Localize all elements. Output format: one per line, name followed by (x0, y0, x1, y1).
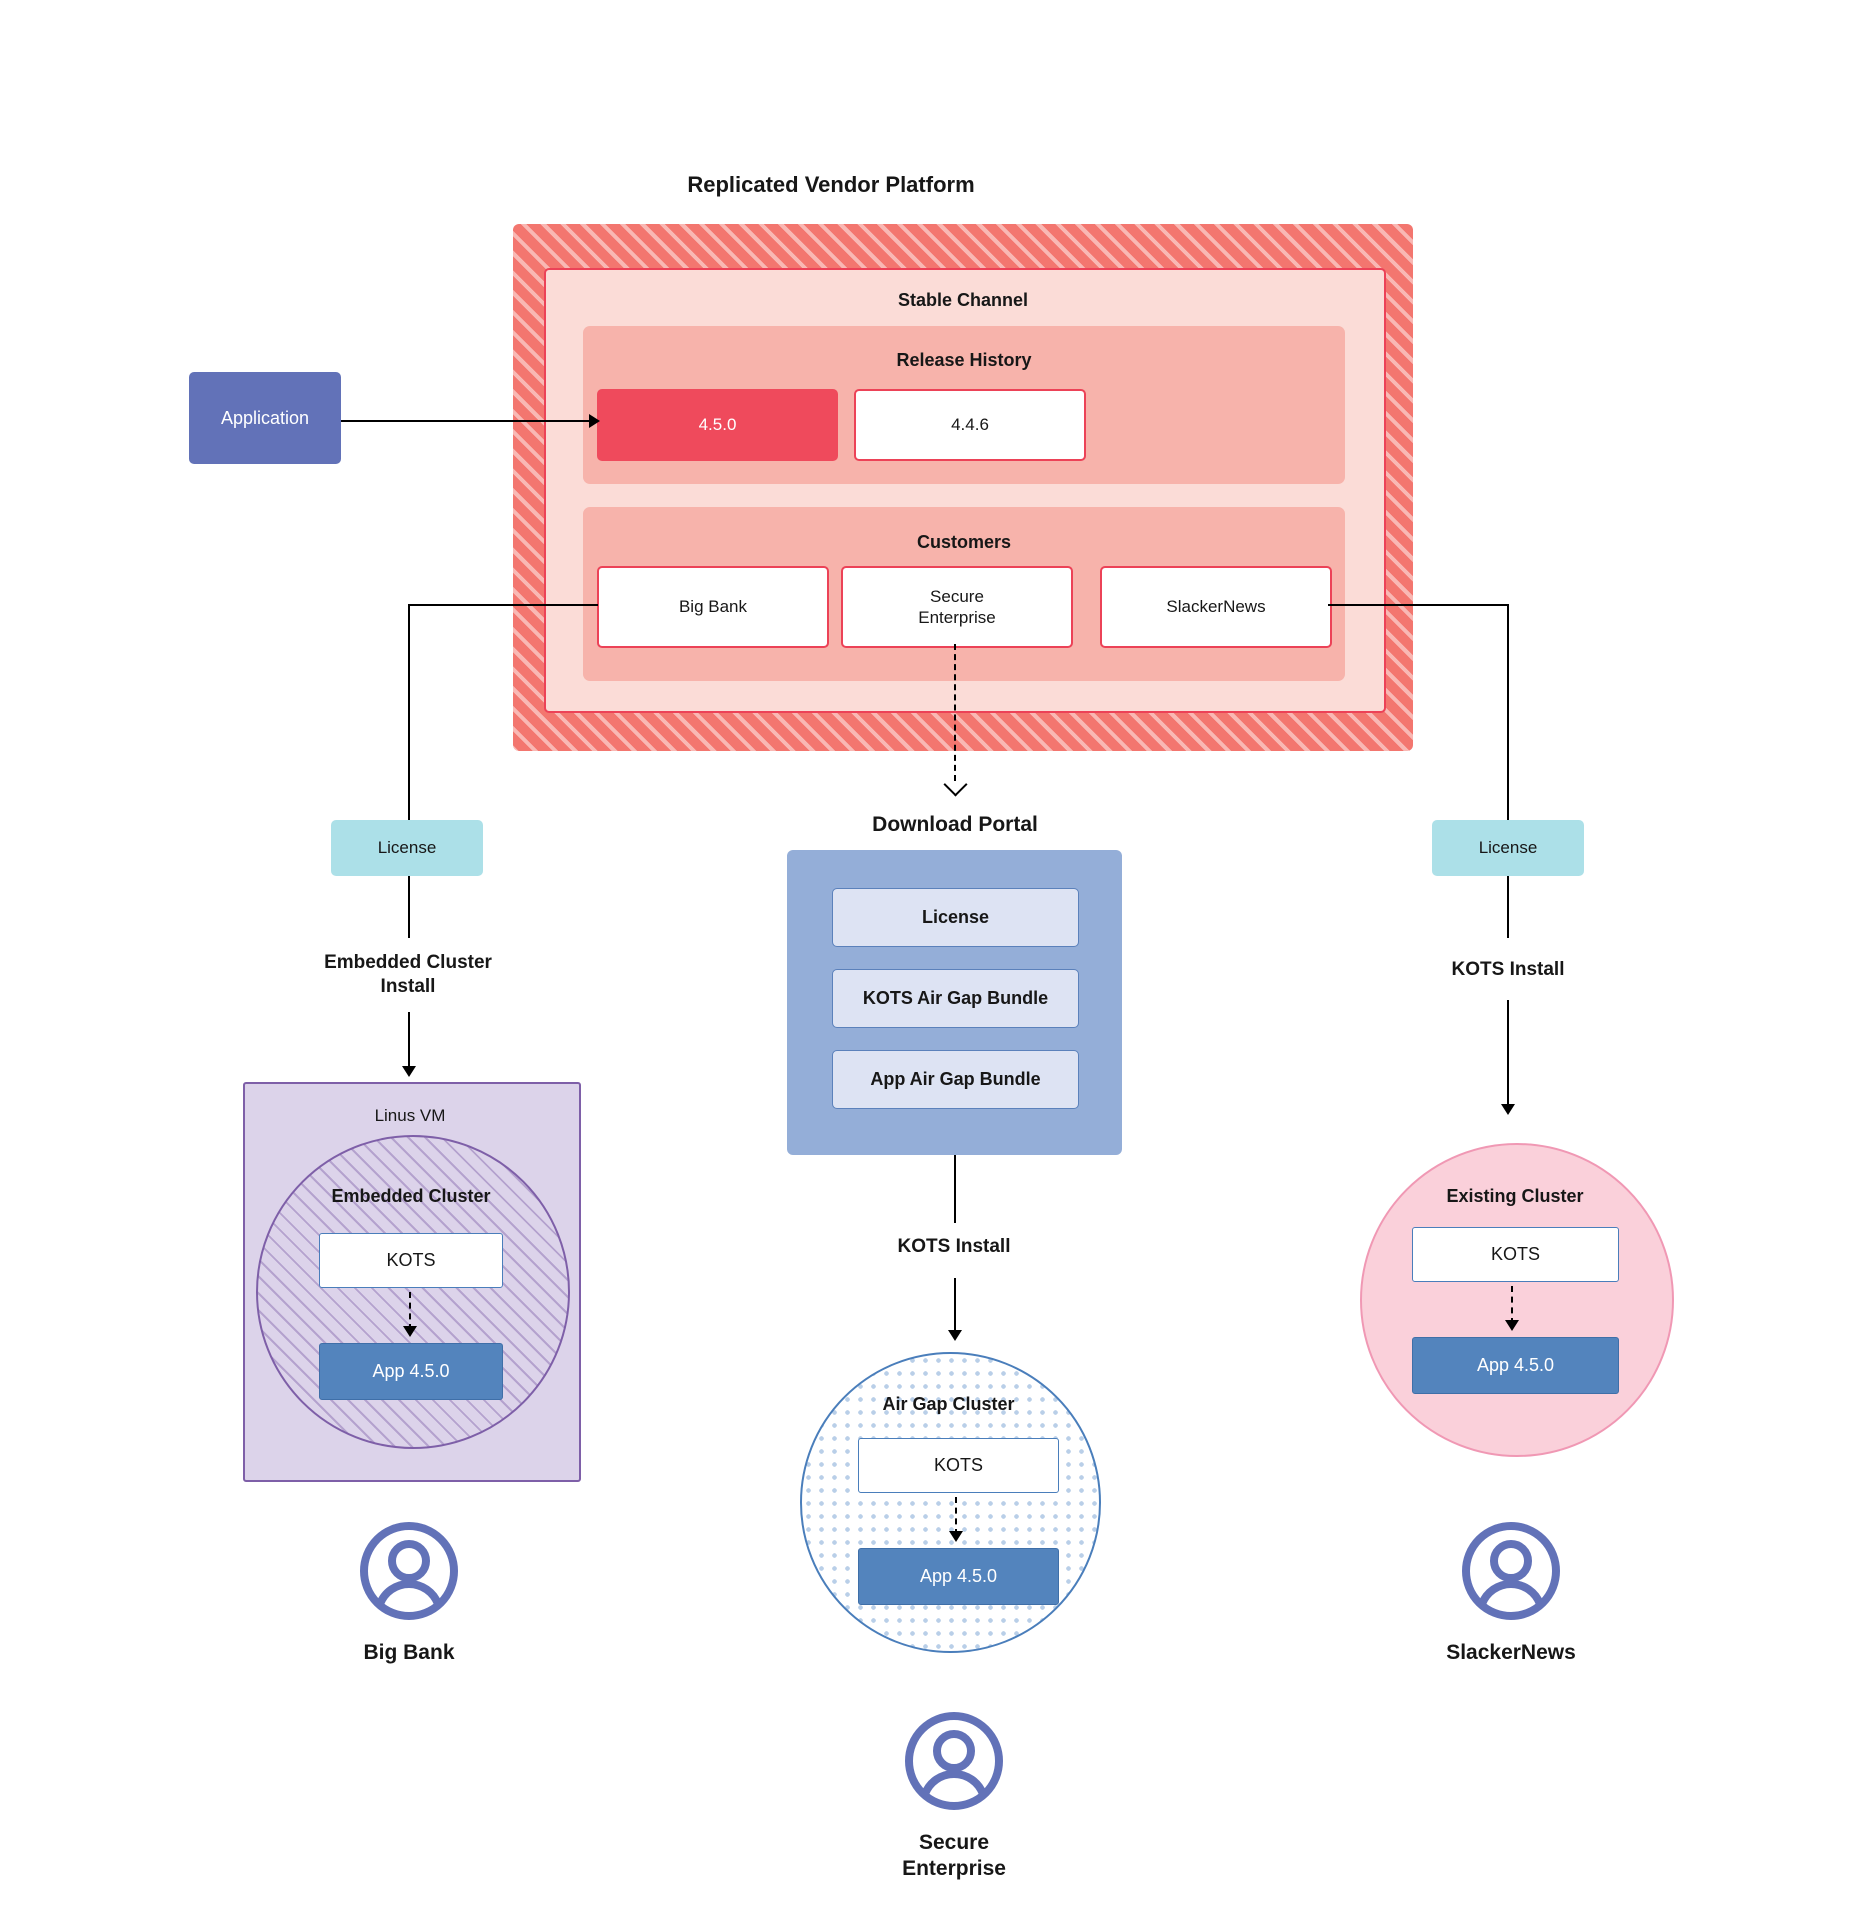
release-chip-current[interactable]: 4.5.0 (597, 389, 838, 461)
app-version-box-embedded[interactable]: App 4.5.0 (319, 1343, 503, 1400)
avatar-secure-enterprise (904, 1711, 1004, 1811)
embedded-cluster-circle (256, 1135, 570, 1449)
connector-kots-install-right-down (1507, 1000, 1509, 1110)
arrow-kots-install-middle (948, 1330, 962, 1341)
customer-label-big-bank: Big Bank (363, 1640, 455, 1664)
customers-title: Customers (916, 531, 1012, 552)
connector-portal-down (954, 1155, 956, 1223)
kots-box-air-gap[interactable]: KOTS (858, 1438, 1059, 1493)
connector-kots-to-app-embedded (409, 1292, 411, 1330)
connector-application-to-release (341, 420, 596, 422)
portal-item-app-air-gap-bundle[interactable]: App Air Gap Bundle (832, 1050, 1079, 1109)
avatar-slackernews (1461, 1521, 1561, 1621)
portal-item-kots-air-gap-bundle[interactable]: KOTS Air Gap Bundle (832, 969, 1079, 1028)
release-history-title: Release History (896, 349, 1032, 370)
embedded-cluster-label: Embedded Cluster (331, 1185, 491, 1206)
linux-vm-label: Linus VM (374, 1106, 446, 1126)
chevron-down-icon-portal (943, 772, 968, 797)
customer-chip-slackernews[interactable]: SlackerNews (1100, 566, 1332, 648)
connector-license-left-down (408, 876, 410, 938)
connector-slackernews-vertical (1507, 604, 1509, 820)
customer-chip-big-bank[interactable]: Big Bank (597, 566, 829, 648)
customer-chip-secure-enterprise[interactable]: Secure Enterprise (841, 566, 1073, 648)
connector-secure-enterprise-dashed (954, 644, 956, 781)
arrow-install-left (402, 1066, 416, 1077)
customer-label-slackernews: SlackerNews (1446, 1640, 1576, 1664)
license-box-right[interactable]: License (1432, 820, 1584, 876)
existing-cluster-label: Existing Cluster (1446, 1185, 1584, 1206)
connector-bigbank-horizontal (408, 604, 598, 606)
air-gap-cluster-label: Air Gap Cluster (882, 1393, 1015, 1414)
arrow-kots-to-app-existing (1505, 1320, 1519, 1331)
connector-kots-to-app-airgap (955, 1497, 957, 1535)
connector-install-left-down (408, 1012, 410, 1074)
kots-box-embedded[interactable]: KOTS (319, 1233, 503, 1288)
arrow-kots-to-app-embedded (403, 1326, 417, 1337)
arrow-application-to-release (589, 414, 600, 428)
connector-license-right-down (1507, 876, 1509, 938)
avatar-big-bank (359, 1521, 459, 1621)
release-chip-previous[interactable]: 4.4.6 (854, 389, 1086, 461)
existing-cluster-circle (1360, 1143, 1674, 1457)
page-title: Replicated Vendor Platform (687, 172, 975, 198)
kots-install-label-right: KOTS Install (1451, 959, 1565, 981)
stable-channel-title: Stable Channel (897, 289, 1029, 310)
license-box-left[interactable]: License (331, 820, 483, 876)
customer-label-secure-enterprise: Secure Enterprise (902, 1830, 1006, 1880)
kots-install-label-middle: KOTS Install (897, 1236, 1011, 1258)
connector-kots-install-middle-down (954, 1278, 956, 1338)
portal-item-license[interactable]: License (832, 888, 1079, 947)
embedded-cluster-install-label: Embedded Cluster Install (324, 952, 492, 997)
app-version-box-existing[interactable]: App 4.5.0 (1412, 1337, 1619, 1394)
arrow-kots-to-app-airgap (949, 1531, 963, 1542)
connector-slackernews-horizontal (1328, 604, 1509, 606)
app-version-box-air-gap[interactable]: App 4.5.0 (858, 1548, 1059, 1605)
download-portal-title: Download Portal (872, 812, 1038, 836)
arrow-kots-install-right (1501, 1104, 1515, 1115)
application-box[interactable]: Application (189, 372, 341, 464)
connector-bigbank-vertical (408, 604, 410, 820)
connector-kots-to-app-existing (1511, 1286, 1513, 1324)
kots-box-existing[interactable]: KOTS (1412, 1227, 1619, 1282)
